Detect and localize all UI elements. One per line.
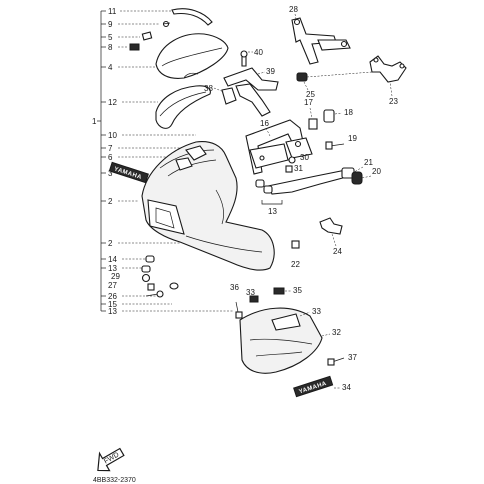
part-13-grommet — [141, 265, 151, 273]
part-29-washer — [141, 273, 151, 283]
callout-3: 3 — [108, 169, 113, 178]
part-4-windscreen — [155, 33, 229, 79]
part-23-side-bracket — [369, 55, 407, 83]
part-16-main-stay — [245, 119, 313, 175]
drawing-code: 4BB332-2370 — [93, 477, 136, 484]
part-34-decal: YAMAHA — [293, 375, 334, 398]
callout-13-upper: 13 — [108, 264, 117, 273]
part-35-nut — [273, 287, 285, 295]
part-2-upper-cowling — [141, 141, 275, 271]
part-5-clip — [141, 31, 153, 41]
callout-24: 24 — [333, 247, 342, 256]
callout-8: 8 — [108, 43, 113, 52]
callout-30: 30 — [300, 153, 309, 162]
callout-15: 15 — [108, 300, 117, 309]
callout-23: 23 — [389, 97, 398, 106]
callout-26: 26 — [108, 292, 117, 301]
part-13-grommet-a — [255, 179, 265, 188]
callout-13-center: 13 — [268, 207, 277, 216]
callout-6: 6 — [108, 153, 113, 162]
part-27-clip — [147, 283, 155, 291]
callout-2-lower: 2 — [108, 239, 113, 248]
callout-27: 27 — [108, 281, 117, 290]
part-22-clip — [291, 240, 300, 249]
part-28-upper-bracket — [291, 17, 351, 65]
callout-33-top: 33 — [246, 288, 255, 297]
callout-2-upper: 2 — [108, 197, 113, 206]
left-callout-labels: 11 9 5 8 4 12 10 7 6 3 2 2 14 13 29 27 2… — [108, 7, 120, 316]
part-36-screw — [235, 311, 243, 319]
callout-33-right: 33 — [312, 307, 321, 316]
callout-38: 38 — [204, 84, 213, 93]
callout-14: 14 — [108, 255, 117, 264]
callout-13-lower: 13 — [108, 307, 117, 316]
part-39-stay-bracket — [221, 50, 279, 117]
part-19-bolt — [325, 141, 345, 150]
front-direction-arrow: FWD — [97, 447, 125, 472]
part-21-side-stay — [267, 167, 363, 195]
assembly-label: 1 — [92, 117, 97, 126]
callout-37: 37 — [348, 353, 357, 362]
callout-10: 10 — [108, 131, 117, 140]
callout-22: 22 — [291, 260, 300, 269]
part-12-inner-trim — [155, 85, 211, 129]
part-13-grommet-b — [263, 185, 273, 194]
callout-12: 12 — [108, 98, 117, 107]
part-3-decal: YAMAHA — [108, 161, 149, 184]
callout-18: 18 — [344, 108, 353, 117]
callout-34: 34 — [342, 383, 351, 392]
part-15-nut — [169, 282, 179, 290]
callout-9: 9 — [108, 20, 113, 29]
callout-11: 11 — [108, 7, 117, 16]
part-24-bracket — [319, 217, 343, 235]
callout-16: 16 — [260, 119, 269, 128]
part-8-grommet — [129, 43, 140, 51]
callout-25: 25 — [306, 90, 315, 99]
part-11-strip — [171, 8, 213, 26]
callout-20: 20 — [372, 167, 381, 176]
part-26-screw — [145, 290, 164, 298]
part-18-damper — [323, 109, 335, 123]
part-30-washer — [288, 156, 296, 164]
callout-5: 5 — [108, 33, 113, 42]
callout-4: 4 — [108, 63, 113, 72]
front-arrow-text: FWD — [103, 451, 120, 465]
callout-29: 29 — [111, 272, 120, 281]
callout-19: 19 — [348, 134, 357, 143]
part-37-screw — [327, 357, 345, 366]
callout-39: 39 — [266, 67, 275, 76]
part-14-grommet — [145, 255, 155, 263]
callout-7: 7 — [108, 144, 113, 153]
part-33-grommet-a — [249, 295, 259, 303]
callout-36: 36 — [230, 283, 239, 292]
lower-fastener-group — [235, 287, 285, 319]
callout-40: 40 — [254, 48, 263, 57]
part-17-collar — [308, 118, 318, 130]
part-31-nut — [285, 165, 293, 173]
callout-31: 31 — [294, 164, 303, 173]
part-32-lower-cowling — [239, 307, 323, 374]
left-fastener-group — [141, 255, 179, 298]
callout-35: 35 — [293, 286, 302, 295]
callout-21: 21 — [364, 158, 373, 167]
callout-32: 32 — [332, 328, 341, 337]
part-25-nut — [296, 72, 308, 82]
callout-28: 28 — [289, 5, 298, 14]
callout-17: 17 — [304, 98, 313, 107]
